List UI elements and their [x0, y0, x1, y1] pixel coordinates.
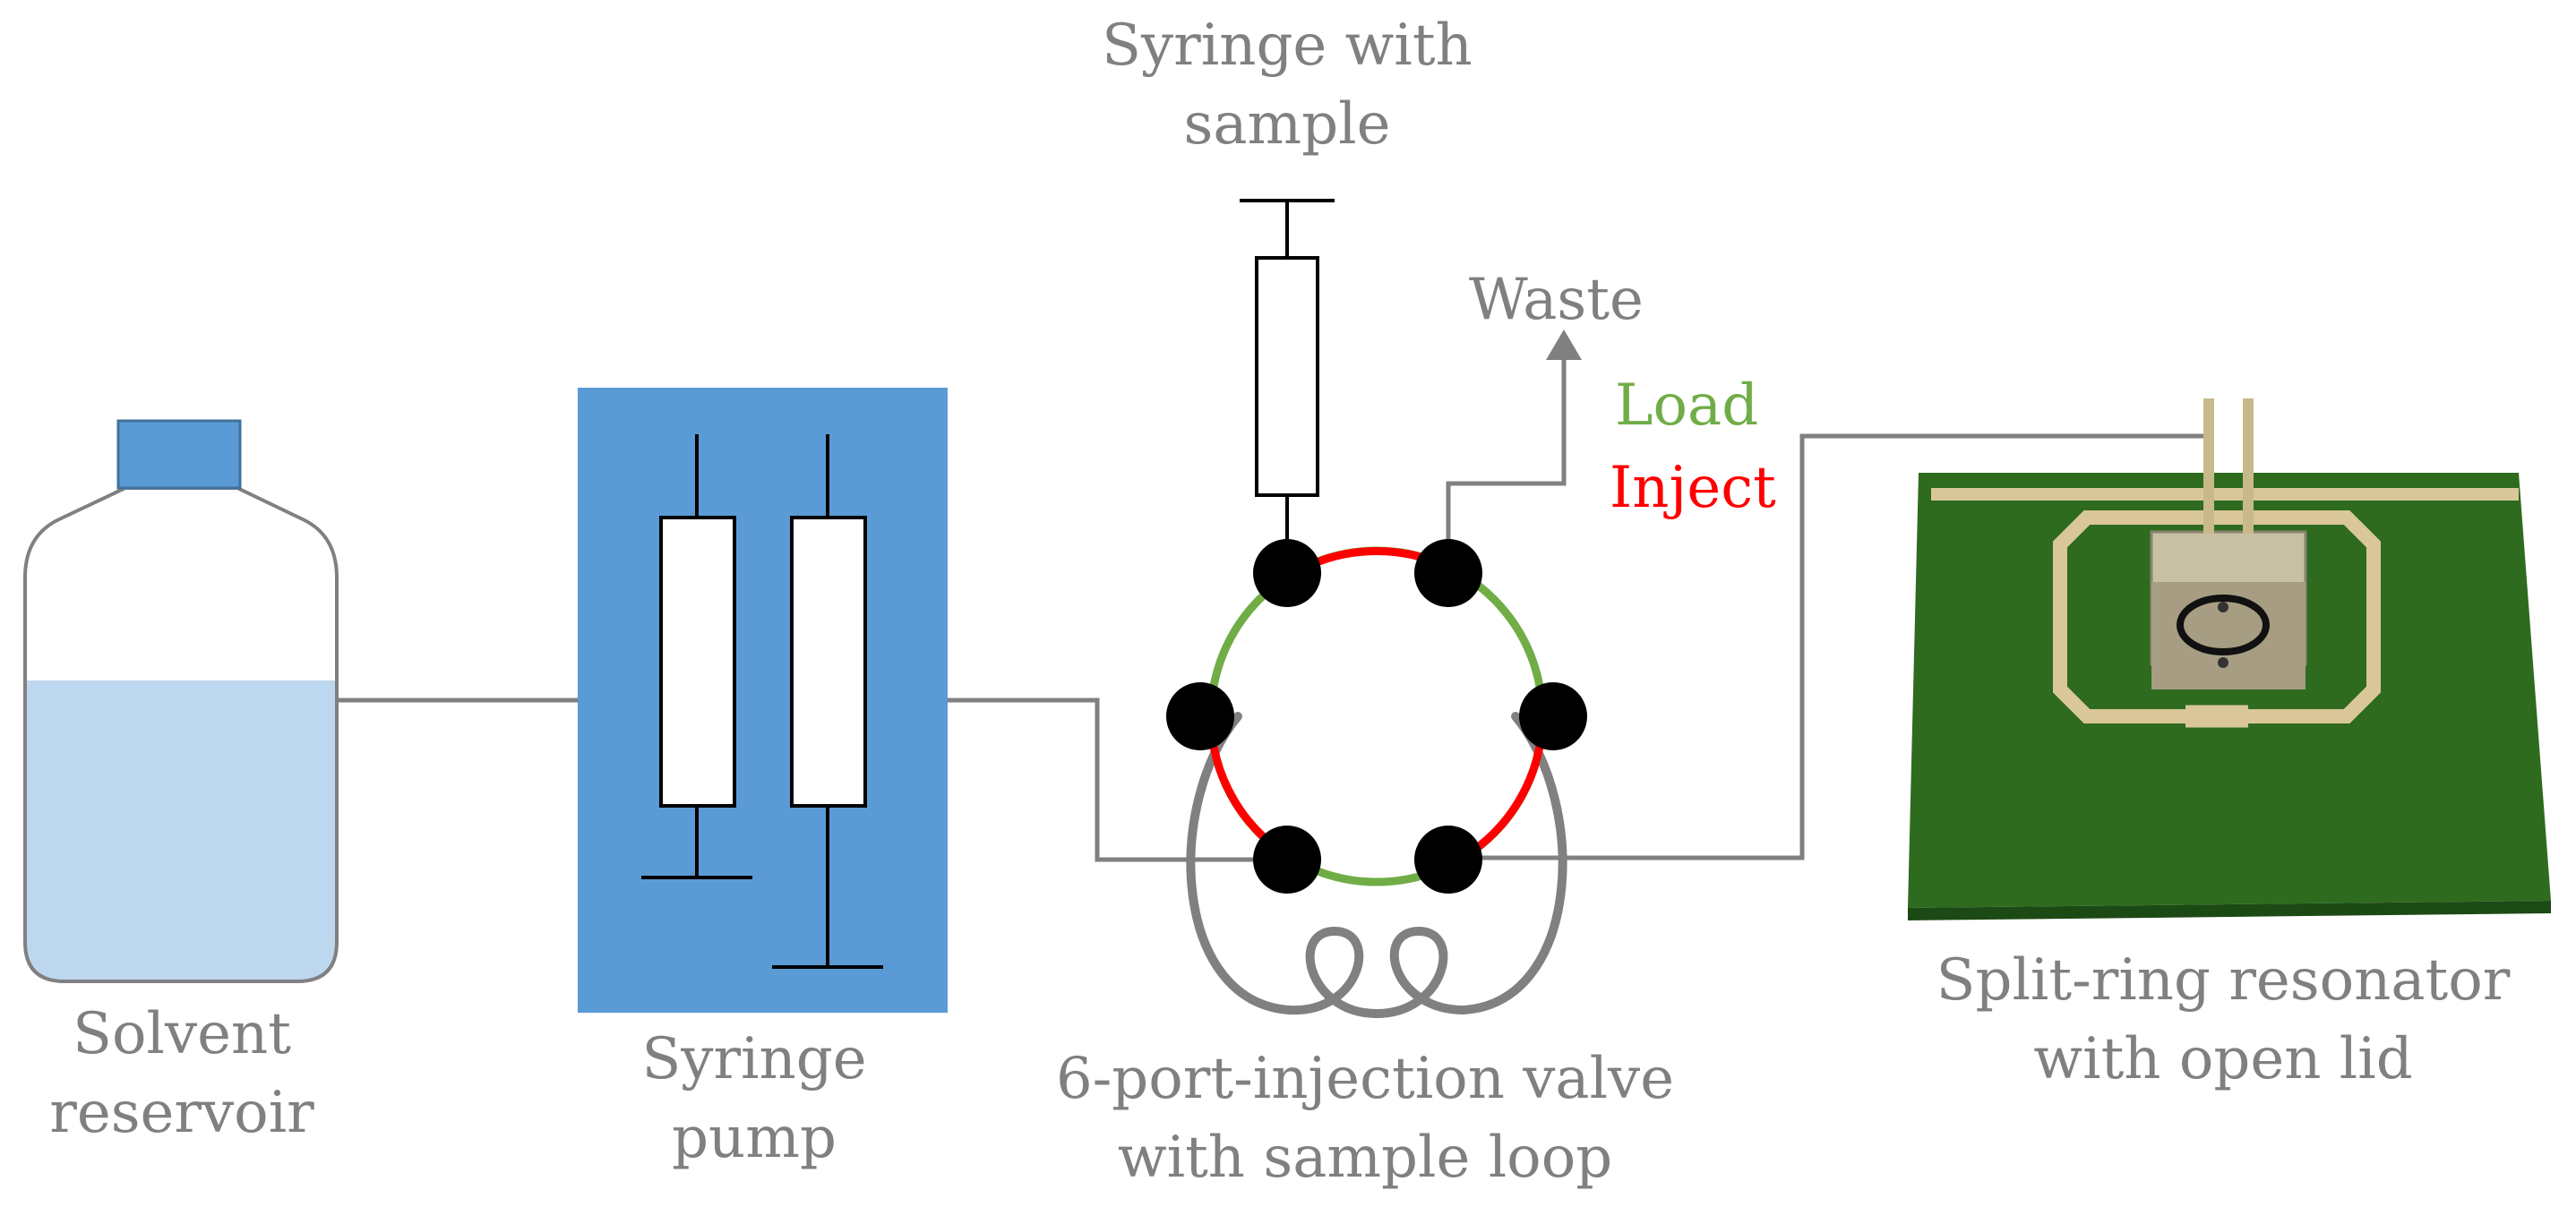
solvent-label-2: reservoir — [49, 1080, 314, 1146]
port-left — [1166, 682, 1234, 750]
tube-valve-to-resonator — [1451, 433, 2209, 860]
waste-arrow-head — [1546, 330, 1582, 360]
port-right — [1519, 682, 1587, 750]
inject-label: Inject — [1610, 455, 1776, 521]
split-ring-resonator — [1908, 398, 2551, 920]
tube-pump-to-valve — [948, 698, 1290, 862]
resonator-label-1: Split-ring resonator — [1936, 947, 2511, 1014]
feed-line — [1931, 488, 2519, 501]
syringe-sample-label-1: Syringe with — [1102, 13, 1473, 79]
pump-syringe-right — [772, 434, 883, 969]
sample-syringe — [1240, 199, 1335, 548]
bottle-outline — [23, 486, 339, 983]
pcb-board — [1908, 473, 2551, 908]
bottle-liquid — [25, 681, 337, 981]
syringe-pump — [578, 388, 948, 1013]
pump-label-2: pump — [672, 1105, 837, 1171]
bottle-cap — [116, 419, 242, 490]
port-bottom-right — [1414, 826, 1482, 894]
valve-label-2: with sample loop — [1118, 1125, 1612, 1191]
cell-tubes — [2203, 398, 2254, 534]
pump-label-1: Syringe — [641, 1026, 866, 1092]
sample-cell — [2150, 530, 2307, 689]
valve-ports — [1166, 539, 1587, 894]
sample-loop — [1186, 712, 1567, 1019]
injection-valve — [1166, 539, 1587, 894]
tube-to-waste — [1446, 358, 1567, 548]
port-top-right — [1414, 539, 1482, 607]
port-bottom-left — [1253, 826, 1321, 894]
ring-gap-fingers — [2185, 705, 2248, 728]
syringe-sample-label-2: sample — [1184, 91, 1391, 158]
ring-trace — [2053, 510, 2381, 723]
pump-body — [578, 388, 948, 1013]
solvent-reservoir — [23, 419, 339, 983]
resonator-label-2: with open lid — [2033, 1026, 2412, 1092]
port-top-left — [1253, 539, 1321, 607]
valve-label-1: 6-port-injection valve — [1056, 1046, 1674, 1112]
pump-syringe-left — [641, 434, 752, 879]
load-label: Load — [1615, 372, 1758, 439]
solvent-label-1: Solvent — [73, 1001, 291, 1067]
waste-label: Waste — [1469, 267, 1644, 333]
